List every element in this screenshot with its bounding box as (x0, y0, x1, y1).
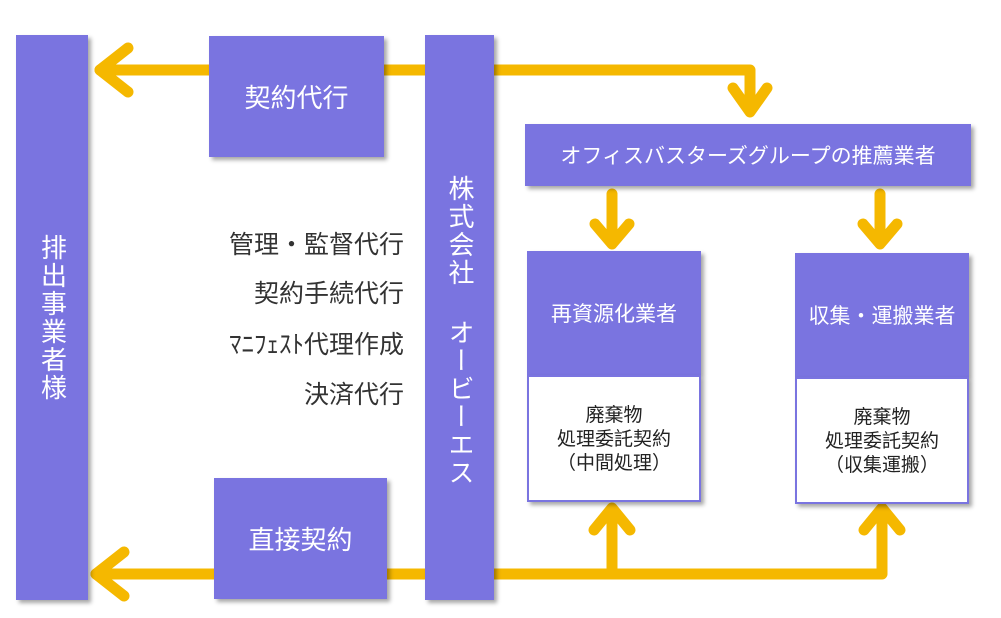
collector-label: 収集・運搬業者 (808, 304, 956, 328)
recycler-contract-line: 廃棄物 (585, 403, 643, 426)
bottom-left-arrowhead (90, 546, 130, 602)
collector-contract-line: 処理委託契約 (824, 429, 939, 452)
top-right-arrowhead (727, 82, 773, 118)
group-box: オフィスバスターズグループの推薦業者 (525, 124, 971, 186)
contract-agency-box: 契約代行 (209, 36, 384, 157)
top-left-arrowhead (94, 42, 134, 98)
recycler-contract-line: 処理委託契約 (556, 427, 671, 450)
company-label: 株式会社 オービーエス (444, 175, 474, 487)
direct-contract-label: 直接契約 (248, 526, 353, 556)
collector-contract-line: 廃棄物 (853, 405, 911, 428)
group-label: オフィスバスターズグループの推薦業者 (560, 144, 936, 168)
company-panel: 株式会社 オービーエス (425, 35, 494, 600)
direct-contract-box: 直接契約 (214, 478, 387, 599)
up-arrowhead-collector (858, 502, 906, 536)
recycler-box: 再資源化業者 (527, 251, 701, 375)
service-item: 管理・監督代行 (228, 230, 404, 259)
recycler-label: 再資源化業者 (551, 302, 677, 326)
service-item: 契約手続代行 (253, 279, 404, 308)
service-item: 決済代行 (303, 380, 404, 409)
up-arrowhead-recycler (588, 502, 636, 536)
discharger-panel: 排出事業者様 (16, 35, 88, 600)
contract-agency-label: 契約代行 (244, 84, 349, 114)
collector-contract-box: 廃棄物 処理委託契約 （収集運搬） (795, 377, 969, 504)
service-item: ﾏﾆﾌｪｽﾄ代理作成 (228, 330, 404, 359)
down-arrow-recycler-head (589, 218, 635, 250)
recycler-contract-line: （中間処理） (556, 451, 671, 474)
recycler-contract-box: 廃棄物 処理委託契約 （中間処理） (527, 375, 701, 502)
collector-box: 収集・運搬業者 (795, 253, 969, 377)
collector-contract-line: （収集運搬） (824, 453, 939, 476)
down-arrow-collector-head (857, 218, 903, 250)
discharger-label: 排出事業者様 (36, 233, 67, 402)
